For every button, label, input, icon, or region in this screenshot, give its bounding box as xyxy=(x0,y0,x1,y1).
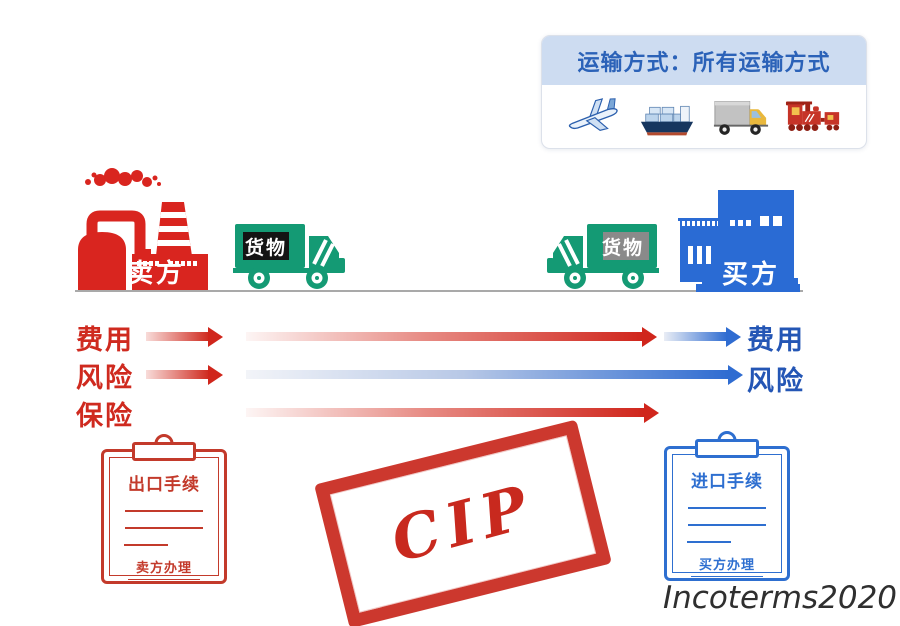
cost-arrow-seller-long xyxy=(246,326,657,347)
clipboard-line xyxy=(125,510,203,512)
clipboard-clip-icon xyxy=(132,442,196,461)
risk-arrow-buyer-long xyxy=(246,364,743,385)
cost-arrow-seller-short xyxy=(146,326,223,347)
clipboard-line-short xyxy=(687,541,731,543)
incoterms-brand: Incoterms2020 xyxy=(663,580,898,616)
export-procedures-title: 出口手续 xyxy=(128,475,200,494)
insurance-label-left: 保险 xyxy=(76,401,134,431)
clipboard-line xyxy=(125,527,203,529)
cost-label-right: 费用 xyxy=(747,325,805,355)
carrier-truck-right xyxy=(543,220,659,291)
cip-stamp-text: CIP xyxy=(383,471,543,577)
truck-icon xyxy=(712,94,770,138)
ground-line xyxy=(75,290,803,292)
risk-label-right: 风险 xyxy=(747,366,805,396)
import-clipboard-board: 进口手续 买方办理 xyxy=(664,446,790,581)
export-handler-label: 卖方办理 xyxy=(135,560,192,575)
airplane-icon xyxy=(565,94,623,138)
clipboard-clip-icon xyxy=(695,439,759,458)
risk-arrow-seller-short xyxy=(146,364,223,385)
clipboard-line-short xyxy=(124,544,168,546)
seller-factory xyxy=(70,166,210,292)
export-procedures-clipboard: 出口手续 卖方办理 xyxy=(101,434,227,584)
clipboard-underline xyxy=(128,579,200,580)
clipboard-line xyxy=(688,524,766,526)
export-clipboard-board: 出口手续 卖方办理 xyxy=(101,449,227,584)
insurance-arrow-seller-long xyxy=(246,402,659,423)
cargo-label-left: 货物 xyxy=(244,237,287,259)
cip-stamp: CIP xyxy=(314,419,612,626)
import-procedures-title: 进口手续 xyxy=(691,472,763,491)
buyer-building xyxy=(672,190,802,292)
transport-mode-title: 运输方式：所有运输方式 xyxy=(542,36,866,85)
ship-icon xyxy=(638,94,696,138)
buyer-label: 买方 xyxy=(722,259,781,289)
carrier-truck-left xyxy=(233,220,349,291)
risk-label-left: 风险 xyxy=(76,363,134,393)
clipboard-underline xyxy=(691,576,763,577)
cargo-label-right: 货物 xyxy=(601,237,644,259)
seller-label: 卖方 xyxy=(127,258,186,288)
cost-label-left: 费用 xyxy=(76,325,134,355)
transport-mode-box: 运输方式：所有运输方式 xyxy=(541,35,867,149)
train-icon xyxy=(785,94,843,138)
clipboard-line xyxy=(688,507,766,509)
cost-arrow-buyer-short xyxy=(664,326,741,347)
import-handler-label: 买方办理 xyxy=(698,557,755,572)
import-procedures-clipboard: 进口手续 买方办理 xyxy=(664,431,790,581)
transport-icons-row xyxy=(542,85,866,147)
